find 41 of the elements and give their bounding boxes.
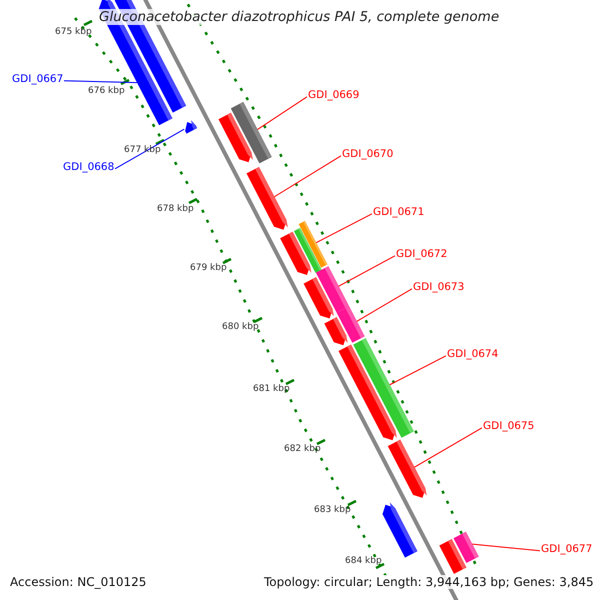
scale-label: 682 kbp [284, 444, 321, 455]
gene-label: GDI_0677 [541, 543, 592, 556]
gene-label: GDI_0667 [12, 73, 64, 86]
genome-info: Accession: NC_010125 [8, 575, 148, 589]
scale-label: 676 kbp [88, 86, 125, 97]
gene-feature [185, 120, 198, 134]
leader-line [472, 544, 540, 552]
scale-label: 678 kbp [157, 204, 194, 215]
scale-label: 679 kbp [190, 263, 227, 274]
leader-line [316, 213, 372, 244]
gene-label: GDI_0670 [342, 148, 394, 161]
leader-line [114, 128, 185, 170]
leader-line [414, 427, 482, 468]
leader-line [274, 155, 342, 198]
genome-info: Topology: circular; Length: 3,944,163 bp; Genes: 3,845 [262, 575, 596, 589]
leader-line [356, 288, 412, 322]
gene-feature [454, 532, 479, 563]
gene-feature [324, 317, 348, 346]
gene-feature [218, 112, 253, 162]
gene-feature [280, 232, 312, 275]
gene-feature [382, 502, 418, 558]
gene-label: GDI_0671 [373, 206, 424, 219]
gene-label: GDI_0672 [396, 248, 448, 261]
gene-feature [388, 440, 427, 498]
gene-label: GDI_0674 [447, 348, 498, 361]
gene-feature [338, 344, 397, 440]
gene-feature [246, 167, 288, 230]
scale-label: 680 kbp [222, 322, 259, 333]
gene-label: GDI_0669 [308, 89, 360, 102]
scale-label: 681 kbp [253, 384, 290, 395]
scale-label: 683 kbp [314, 505, 351, 516]
leader-line [64, 80, 138, 84]
leader-line [338, 255, 396, 287]
scale-label: 675 kbp [55, 27, 92, 38]
gene-feature [304, 277, 334, 318]
gene-label: GDI_0673 [413, 281, 464, 294]
leader-line [257, 96, 308, 130]
scale-label: 684 kbp [345, 556, 382, 567]
gene-label: GDI_0668 [63, 161, 114, 174]
gene-label: GDI_0675 [483, 420, 534, 433]
leader-line [389, 355, 446, 386]
